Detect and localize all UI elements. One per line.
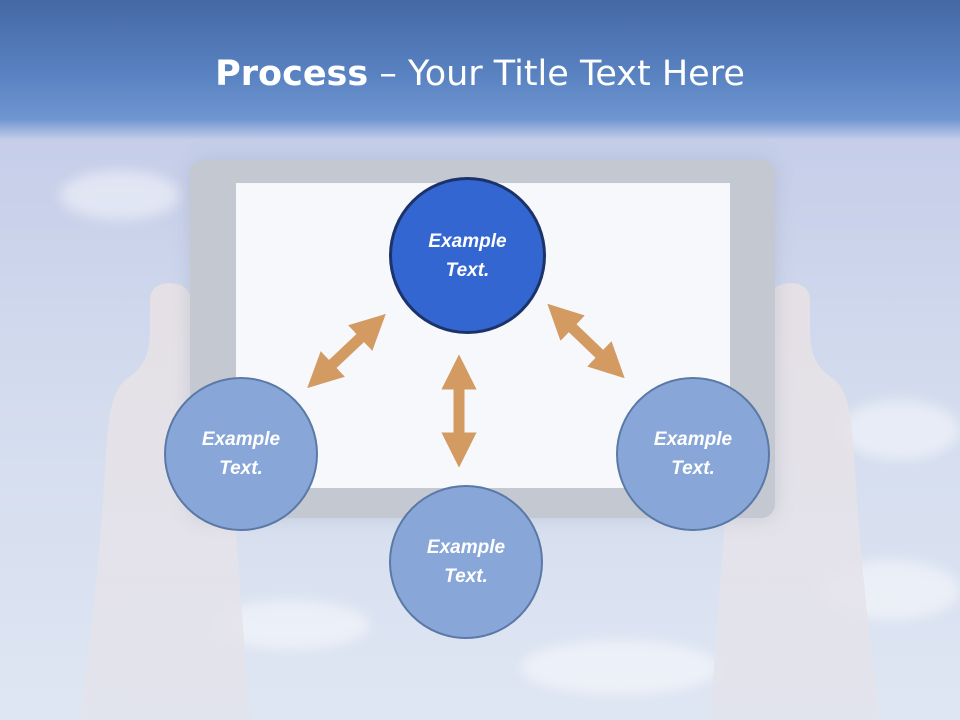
cloud-shape [60,170,180,220]
node-label: Example Text. [426,537,506,587]
right-hand [710,283,880,720]
arrow-top-right [547,303,625,379]
arrow-top-left [307,313,386,389]
process-node-bottom: Example Text. [389,485,543,639]
process-node-right: Example Text. [616,377,770,531]
cloud-shape [840,400,960,460]
title-regular-text: – Your Title Text Here [368,54,745,94]
node-label: Example Text. [428,230,507,281]
node-label: Example Text. [653,429,733,479]
process-node-left: Example Text. [164,377,318,531]
title-bold-text: Process [215,54,369,94]
node-label: Example Text. [201,429,281,479]
left-hand [80,283,250,720]
slide-title: Process – Your Title Text Here [0,52,960,96]
title-bar [0,0,960,140]
process-node-top: Example Text. [389,177,546,334]
cloud-shape [520,640,720,695]
